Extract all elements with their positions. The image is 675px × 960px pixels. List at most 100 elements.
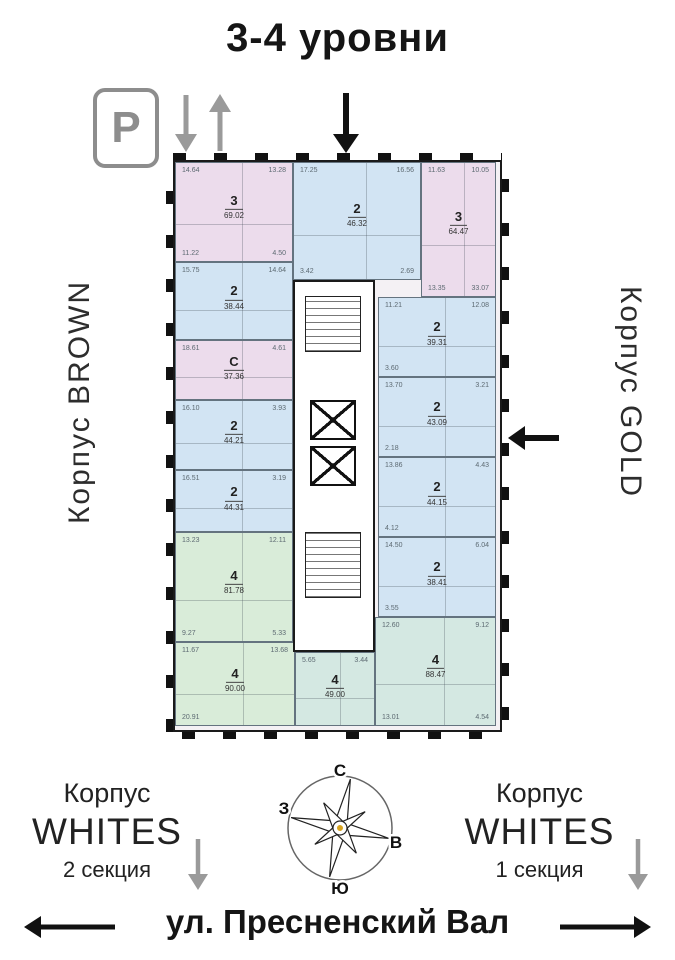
wall-ticks-left [166, 160, 173, 732]
unit-area: 88.47 [425, 670, 446, 680]
apartment-unit[interactable]: С 37.36 18.61 4.61 [175, 340, 293, 400]
room-area-label: 9.12 [475, 622, 489, 629]
compass-east-label: В [390, 833, 402, 852]
unit-area: 46.32 [346, 219, 368, 229]
room-area-label: 4.61 [272, 345, 286, 352]
room-area-label: 4.43 [475, 462, 489, 469]
unit-type: 3 [449, 209, 468, 226]
street-right-arrow-icon [560, 916, 651, 938]
room-area-label: 33.07 [471, 285, 489, 292]
unit-type: 2 [428, 319, 446, 337]
street-name-label: ул. Пресненский Вал [165, 903, 510, 940]
entrance-right-arrow-icon [508, 426, 559, 450]
unit-area: 49.00 [324, 689, 346, 699]
street-left-arrow-icon [24, 916, 115, 938]
entry-up-arrow-icon [209, 94, 231, 151]
unit-type: 2 [428, 399, 446, 417]
unit-type: 4 [426, 652, 445, 670]
unit-area: 44.21 [223, 436, 245, 446]
apartment-unit[interactable]: 3 64.47 11.63 10.05 13.35 33.07 [421, 162, 496, 297]
compass-south-label: Ю [331, 879, 349, 898]
room-area-label: 14.64 [268, 267, 286, 274]
apartment-unit[interactable]: 2 44.21 16.10 3.93 [175, 400, 293, 470]
section-korpus-label: Корпус [63, 778, 151, 808]
unit-type: 4 [326, 672, 344, 689]
section-korpus-label: Корпус [495, 778, 584, 808]
wing-label-gold: Корпус GOLD [614, 285, 647, 499]
room-area-label: 4.54 [475, 714, 489, 721]
unit-area: 44.31 [223, 502, 245, 512]
room-area-label: 11.63 [428, 167, 445, 174]
unit-area: 37.36 [223, 371, 245, 381]
room-area-label: 3.93 [272, 405, 286, 412]
compass-north-label: С [334, 761, 346, 780]
room-area-label: 14.64 [182, 167, 200, 174]
room-area-label: 12.11 [269, 537, 286, 544]
room-area-label: 16.56 [396, 167, 414, 174]
room-area-label: 5.33 [272, 630, 286, 637]
room-area-label: 13.70 [385, 382, 403, 389]
apartment-unit[interactable]: 2 46.32 17.25 16.56 3.42 2.69 [293, 162, 421, 280]
stairwell-icon [305, 296, 361, 352]
room-area-label: 18.61 [182, 345, 200, 352]
room-area-label: 9.27 [182, 630, 196, 637]
section-block-whites-1: Корпус WHITES 1 секция [452, 778, 627, 883]
room-area-label: 11.22 [182, 250, 199, 257]
room-area-label: 11.21 [385, 302, 402, 309]
unit-area: 64.47 [448, 226, 469, 236]
unit-type: 2 [225, 418, 243, 436]
room-area-label: 16.51 [182, 475, 200, 482]
section-2-down-arrow-icon [188, 839, 208, 890]
elevator-icon [310, 446, 356, 486]
room-area-label: 3.19 [272, 475, 286, 482]
unit-area: 43.09 [426, 417, 448, 427]
room-area-label: 15.75 [182, 267, 200, 274]
room-area-label: 16.10 [182, 405, 200, 412]
section-1-down-arrow-icon [628, 839, 648, 890]
wall-ticks-bottom [173, 732, 502, 739]
unit-type: С [224, 354, 244, 371]
room-area-label: 10.05 [471, 167, 489, 174]
unit-area: 81.78 [223, 585, 245, 595]
unit-area: 69.02 [223, 211, 245, 221]
section-name-label: WHITES [464, 811, 615, 852]
compass-rose-icon: С В Ю З [276, 759, 404, 901]
section-number-label: 1 секция [495, 857, 584, 882]
room-area-label: 13.35 [428, 285, 446, 292]
room-area-label: 11.67 [182, 647, 199, 654]
wing-label-brown: Корпус BROWN [63, 279, 96, 525]
unit-type: 2 [428, 479, 446, 497]
section-number-label: 2 секция [62, 857, 151, 882]
room-area-label: 6.04 [475, 542, 489, 549]
room-area-label: 2.69 [400, 268, 414, 275]
section-block-whites-2: Корпус WHITES 2 секция [22, 778, 192, 883]
apartment-unit[interactable]: 4 81.78 13.23 12.11 9.27 5.33 [175, 532, 293, 642]
room-area-label: 2.18 [385, 445, 399, 452]
room-area-label: 13.23 [182, 537, 200, 544]
room-area-label: 13.01 [382, 714, 400, 721]
building-core [293, 280, 375, 652]
room-area-label: 20.91 [182, 714, 200, 721]
unit-area: 44.15 [426, 497, 448, 507]
entrance-top-arrow-icon [333, 93, 359, 153]
room-area-label: 17.25 [300, 167, 318, 174]
room-area-label: 13.28 [268, 167, 286, 174]
unit-type: 3 [225, 193, 243, 211]
unit-type: 4 [225, 568, 243, 585]
exit-down-arrow-icon [175, 95, 197, 152]
parking-icon: P [93, 88, 159, 168]
room-area-label: 3.60 [385, 365, 399, 372]
unit-type: 2 [348, 201, 366, 219]
unit-area: 38.44 [223, 301, 245, 311]
room-area-label: 3.42 [300, 268, 314, 275]
